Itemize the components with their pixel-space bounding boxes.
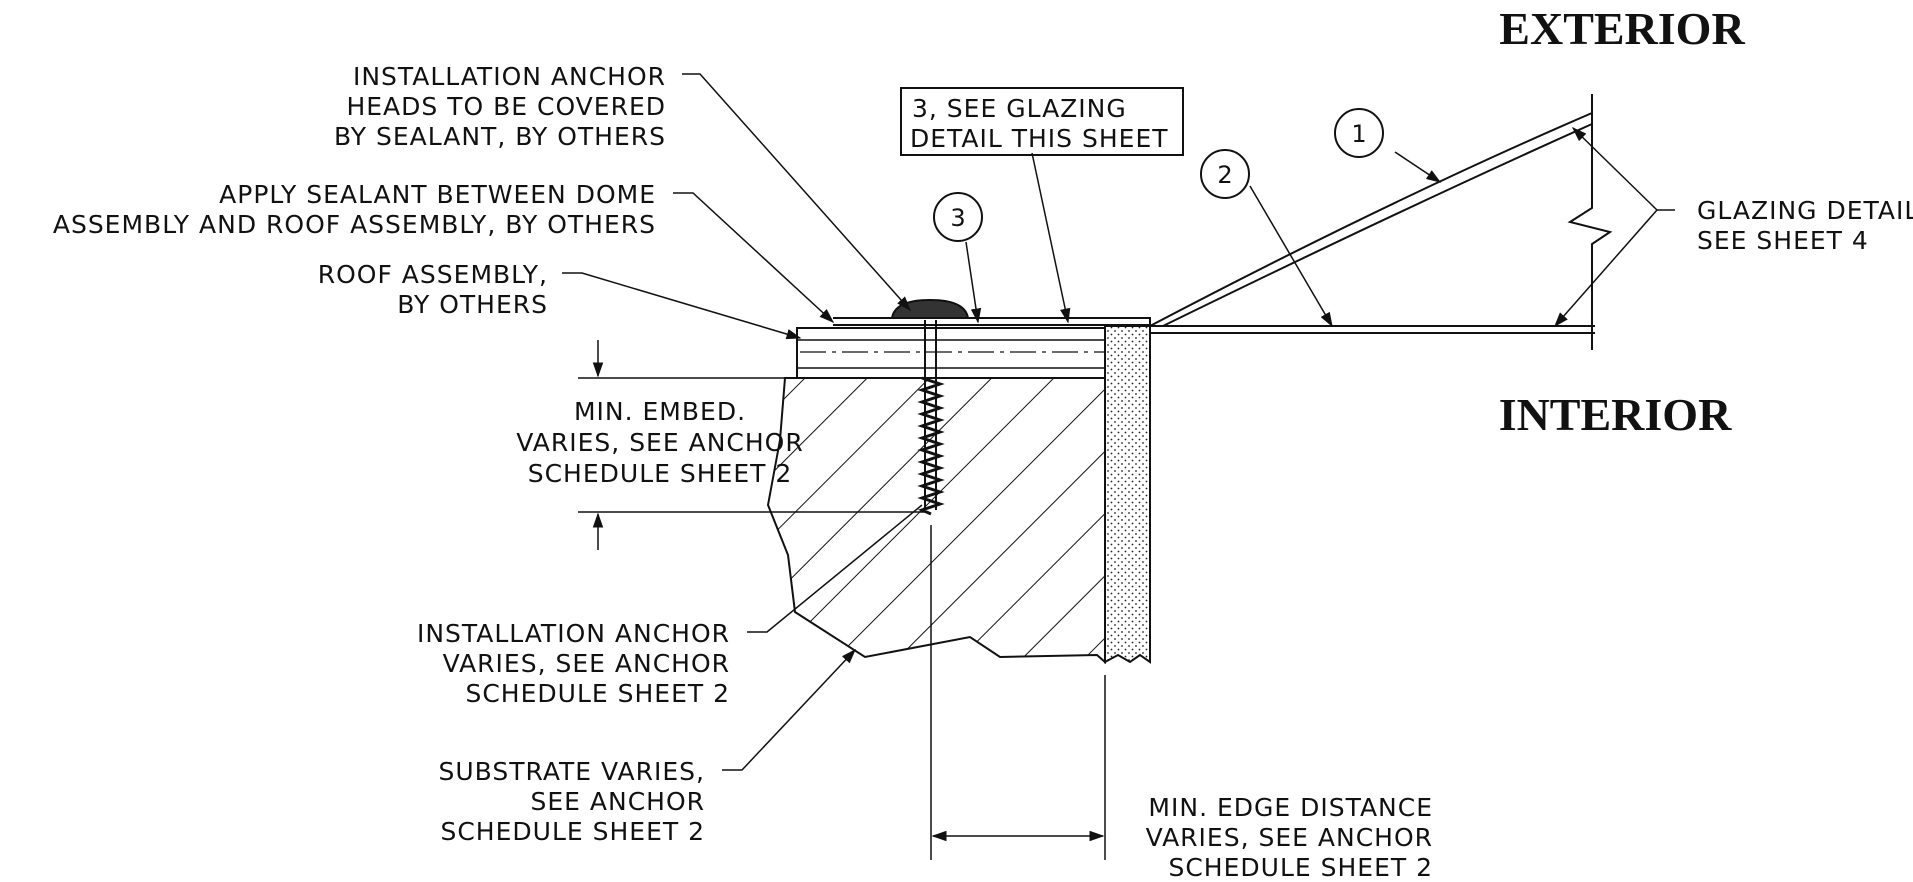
substrate-line-2: SEE ANCHOR <box>530 787 705 816</box>
edge-distance-line-3: SCHEDULE SHEET 2 <box>1168 853 1433 882</box>
callout-1-number: 1 <box>1351 120 1366 148</box>
edge-distance-line-1: MIN. EDGE DISTANCE <box>1148 793 1433 822</box>
roof-assembly <box>796 327 1106 379</box>
anchor-heads-line-3: BY SEALANT, BY OTHERS <box>334 122 666 151</box>
edge-distance-dimension <box>930 525 1106 860</box>
glazing-note-box <box>900 87 1184 156</box>
min-embed-dimension <box>578 340 925 550</box>
glazing-detail-line-1: GLAZING DETAIL <box>1697 196 1913 225</box>
install-anchor-line-2: VARIES, SEE ANCHOR <box>443 649 730 678</box>
glazing-box-line-1: 3, SEE GLAZING <box>912 94 1127 123</box>
roof-assembly-line-2: BY OTHERS <box>397 290 548 319</box>
installation-anchor <box>917 320 945 516</box>
callout-1: 1 <box>1334 108 1384 158</box>
edge-distance-line-2: VARIES, SEE ANCHOR <box>1146 823 1433 852</box>
roof-assembly-line-1: ROOF ASSEMBLY, <box>318 260 548 289</box>
glazing-box-line-2: DETAIL THIS SHEET <box>910 124 1169 153</box>
min-embed-line-1: MIN. EMBED. <box>574 397 746 426</box>
substrate-line-3: SCHEDULE SHEET 2 <box>440 817 705 846</box>
leader-lines <box>562 73 1675 771</box>
min-embed-line-2: VARIES, SEE ANCHOR <box>516 428 803 457</box>
callout-3: 3 <box>933 192 983 242</box>
install-anchor-line-1: INSTALLATION ANCHOR <box>417 619 730 648</box>
anchor-heads-line-1: INSTALLATION ANCHOR <box>353 62 666 91</box>
wall-edge-component <box>1104 325 1151 664</box>
callout-2-number: 2 <box>1217 161 1232 189</box>
anchor-heads-line-2: HEADS TO BE COVERED <box>346 92 666 121</box>
apply-sealant-line-1: APPLY SEALANT BETWEEN DOME <box>219 180 656 209</box>
glazing-detail-line-2: SEE SHEET 4 <box>1697 226 1869 255</box>
exterior-label: EXTERIOR <box>1499 3 1745 54</box>
interior-label: INTERIOR <box>1499 389 1732 440</box>
install-anchor-line-3: SCHEDULE SHEET 2 <box>465 679 730 708</box>
apply-sealant-line-2: ASSEMBLY AND ROOF ASSEMBLY, BY OTHERS <box>53 210 656 239</box>
callout-3-number: 3 <box>950 204 965 232</box>
callout-2: 2 <box>1200 149 1250 199</box>
min-embed-line-3: SCHEDULE SHEET 2 <box>528 459 793 488</box>
substrate-line-1: SUBSTRATE VARIES, <box>438 757 705 786</box>
break-line <box>1567 94 1613 350</box>
dome-flange <box>833 317 1595 334</box>
dome-glazing <box>1149 110 1593 327</box>
